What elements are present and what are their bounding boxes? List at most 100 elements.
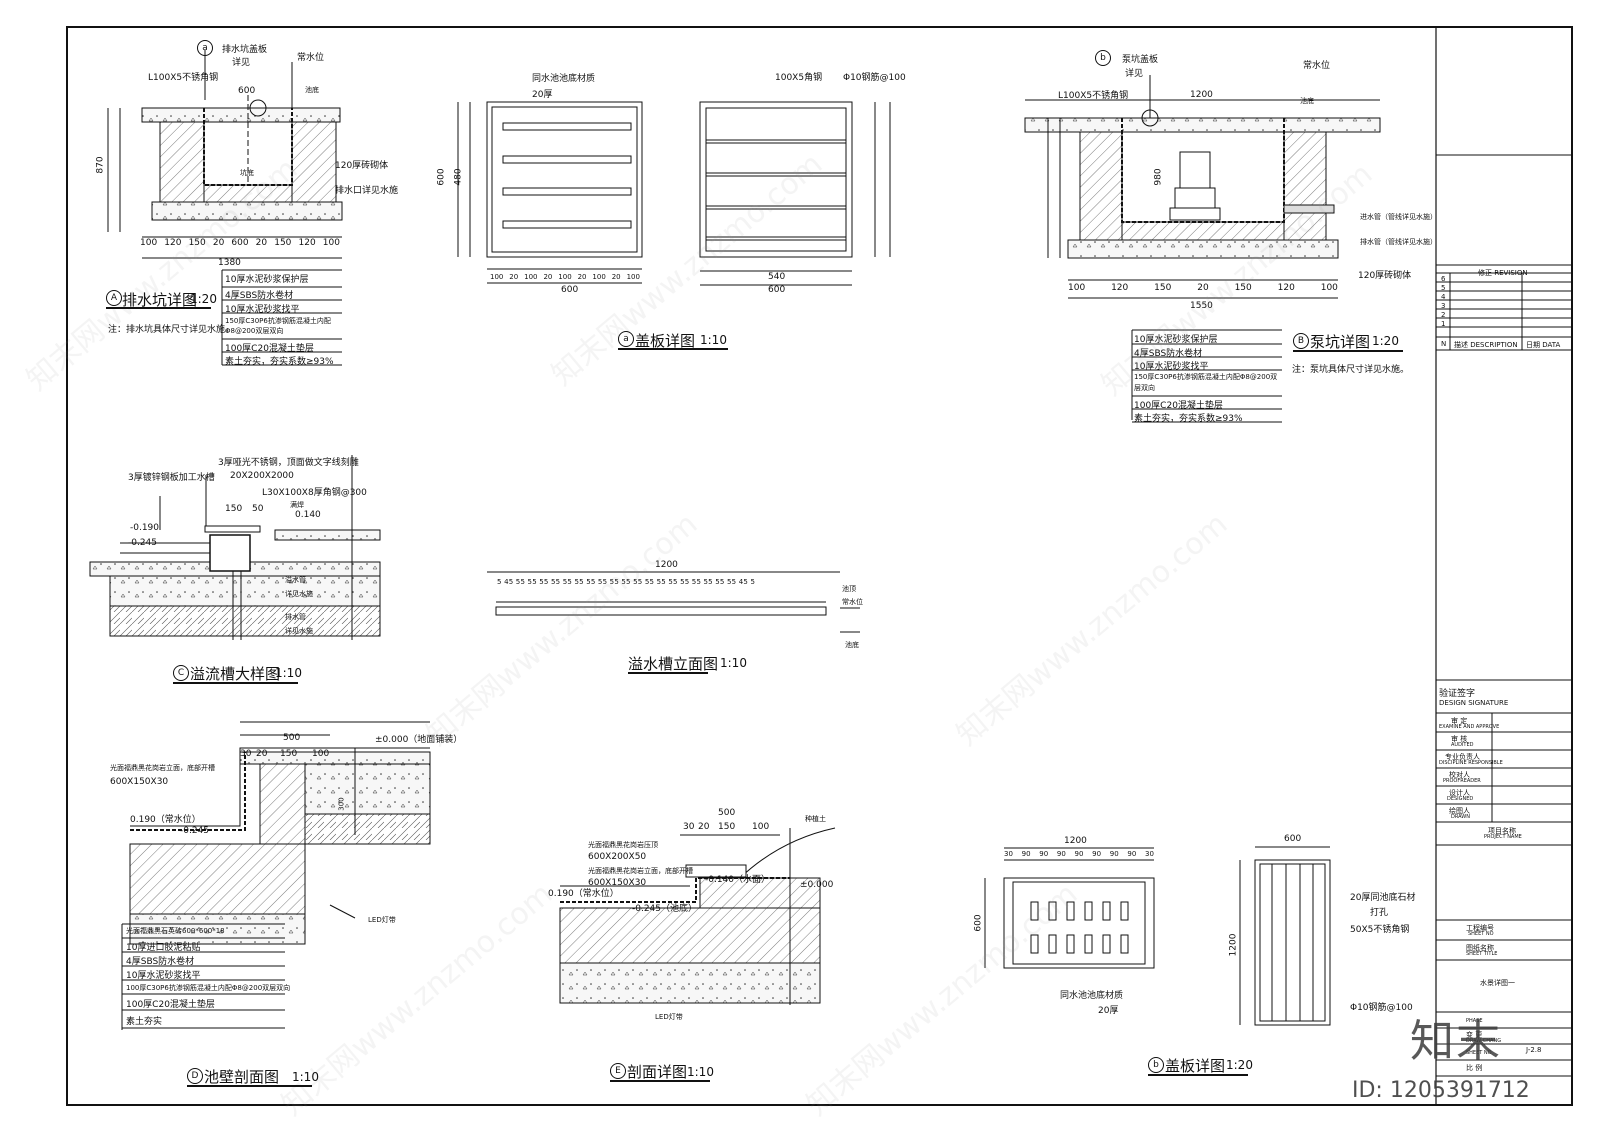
label: 排水坑盖板 <box>222 45 268 55</box>
slot-dimensions: 5 45 55 55 55 55 55 55 55 55 55 55 55 55… <box>497 578 756 586</box>
dimension: 980 <box>1153 168 1164 186</box>
title-underline <box>628 672 708 674</box>
label: 100X5角钢 <box>775 73 823 83</box>
cover-plate-b-drawing <box>984 846 1331 1026</box>
dimension: 600 <box>561 285 579 295</box>
label: 光面福鼎黑花岗岩压顶 <box>588 841 658 849</box>
scale-cn: 比 例 <box>1466 1064 1483 1072</box>
label: 3厚哑光不锈钢，顶面做文字线刻雕 <box>218 458 359 468</box>
layer-note: 150厚C30P6抗渗钢筋混凝土内配Φ8@200双层双向 <box>225 317 331 335</box>
elevation: 0.190（常水位） <box>130 815 201 825</box>
dimension: 20 <box>698 822 710 832</box>
dimension: 300 <box>337 797 346 811</box>
role-cn: 绘图人 <box>1449 807 1470 815</box>
drawing-title: 溢流槽大样图 <box>190 665 281 683</box>
revision-row: 2 <box>1441 311 1446 319</box>
role-en: EXAMINE AND APPROVE <box>1439 724 1500 730</box>
role-cn: 审 核 <box>1451 735 1468 743</box>
elevation: -0.245 <box>180 826 210 836</box>
dimension: 540 <box>768 272 786 282</box>
drawing-marker: C <box>173 665 189 681</box>
section-callout-b: b <box>1095 50 1111 66</box>
dimension: 500 <box>718 808 736 818</box>
dimension: 600 <box>1284 834 1302 844</box>
drawing-scale: 1:20 <box>190 292 217 306</box>
layer-note: 素土夯实 <box>126 1017 163 1027</box>
drain-pit-section-drawing <box>107 50 343 366</box>
label: 20X200X2000 <box>230 471 294 481</box>
sheet-num: J-2.8 <box>1526 1046 1542 1054</box>
label: 排水管（管线详见水施） <box>1360 238 1437 246</box>
drawing-title: 剖面详图 <box>627 1063 688 1081</box>
drawing-scale: 1:10 <box>292 1070 319 1084</box>
layer-note: 100厚C20混凝土垫层 <box>225 344 314 354</box>
label: 溢水管 <box>285 576 306 584</box>
label: L30X100X8厚角钢@300 <box>262 488 367 498</box>
elevation: -0.245 <box>128 538 158 548</box>
dimension: 50 <box>252 504 264 514</box>
label: 600X200X50 <box>588 852 647 862</box>
dimension: 30 <box>240 749 252 759</box>
revision-row: 3 <box>1441 302 1446 310</box>
elevation: -0.190 <box>130 523 160 533</box>
label: 20厚 <box>1098 1006 1119 1016</box>
section-detail-e-drawing <box>559 827 836 1005</box>
label: 50X5不锈角钢 <box>1350 925 1410 935</box>
label: 打孔 <box>1370 908 1389 918</box>
pool-wall-section-drawing <box>121 721 431 1030</box>
layer-note: 素土夯实，夯实系数≥93% <box>1134 414 1243 424</box>
layer-note: 100厚C20混凝土垫层 <box>1134 401 1223 411</box>
sheet-num-en: SHEET NO <box>1466 1050 1492 1056</box>
layer-note: 10厚水泥砂浆找平 <box>1134 362 1209 372</box>
note: 注：泵坑具体尺寸详见水施。 <box>1292 365 1410 375</box>
layer-note: 素土夯实，夯实系数≥93% <box>225 357 334 367</box>
drawing-title: 溢水槽立面图 <box>628 655 719 673</box>
elevation: 0.190（常水位） <box>548 889 619 899</box>
layer-note: 4厚SBS防水卷材 <box>1134 349 1203 359</box>
dimension: 150 <box>280 749 298 759</box>
role-en: DISCIPLINE RESPONSIBLE <box>1439 760 1503 766</box>
label: 120厚砖砌体 <box>1358 271 1412 281</box>
label: 池顶 <box>842 585 856 593</box>
label: 排水口详见水施 <box>335 186 399 196</box>
dimension: 1200 <box>1190 90 1213 100</box>
elevation: ±0.000 <box>800 880 834 890</box>
drawing-marker: E <box>610 1063 626 1079</box>
title-underline <box>610 1080 710 1082</box>
label: LED灯带 <box>368 916 396 924</box>
drawing-title: 盖板详图 <box>1165 1057 1226 1075</box>
dimension: 600 <box>238 86 256 96</box>
label: 池底 <box>1300 97 1314 105</box>
label: Φ10钢筋@100 <box>843 73 906 83</box>
role-en: AUDITED <box>1451 742 1474 748</box>
project-name-cn: 项目名称 <box>1488 827 1516 835</box>
change-en: DRAW CHANG <box>1466 1038 1502 1044</box>
dimension: 480 <box>453 168 464 186</box>
layer-note: 100厚C20混凝土垫层 <box>126 1000 215 1010</box>
drawing-scale: 1:10 <box>275 666 302 680</box>
label: 光面福鼎黑花岗岩立面，底部开槽 <box>588 867 693 875</box>
label: 20厚同池底石材 <box>1350 893 1416 903</box>
label: 常水位 <box>842 598 863 606</box>
label: 详见 <box>1125 69 1144 79</box>
dimension: 20 <box>256 749 268 759</box>
title-underline <box>173 682 298 684</box>
label: 20厚 <box>532 90 553 100</box>
sign-header: 验证签字 <box>1439 689 1476 699</box>
sheet-border <box>66 26 1573 1106</box>
revision-header: 修正 REVISION <box>1478 269 1528 277</box>
label: 详见 <box>232 58 251 68</box>
role-cn: 设计人 <box>1449 789 1470 797</box>
revision-col: N <box>1441 340 1447 348</box>
drawing-title: 盖板详图 <box>635 332 696 350</box>
pump-pit-section-drawing <box>1024 75 1381 423</box>
label: 同水池池底材质 <box>532 74 596 84</box>
dimension: 500 <box>283 733 301 743</box>
layer-note: 10厚水泥砂浆找平 <box>225 305 300 315</box>
sheet-no-en: SHEET NO <box>1468 931 1494 937</box>
drawing-marker: b <box>1148 1057 1164 1073</box>
elevation: -0.140（水面） <box>705 875 771 885</box>
